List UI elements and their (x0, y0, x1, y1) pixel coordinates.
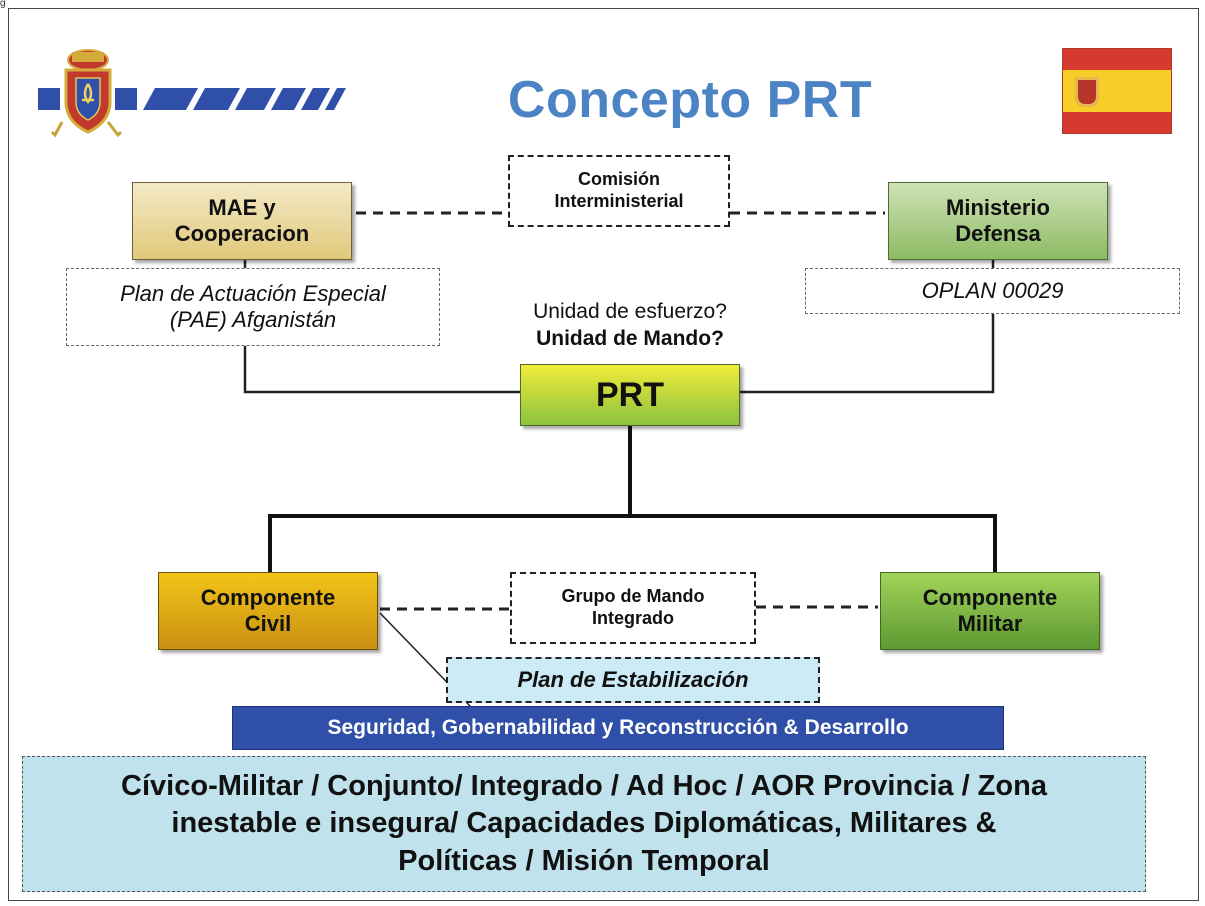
army-emblem-icon (38, 49, 137, 138)
civico-line-3: Políticas / Misión Temporal (398, 844, 770, 877)
civico-line-1: Cívico-Militar / Conjunto/ Integrado / A… (121, 770, 1047, 803)
militar-line-2: Militar (957, 611, 1023, 636)
mindef-line-2: Defensa (955, 221, 1041, 246)
mindef-line-1: Ministerio (946, 194, 1050, 220)
comision-interministerial-box: Comisión Interministerial (508, 155, 730, 227)
prt-box: PRT (520, 364, 740, 426)
plan-line-2: (PAE) Afganistán (169, 307, 337, 332)
componente-militar-box: Componente Militar (880, 572, 1100, 650)
comision-line-2: Interministerial (554, 191, 684, 211)
grupo-line-2: Integrado (591, 608, 674, 628)
militar-line-1: Componente (922, 584, 1058, 610)
slide-frame (8, 8, 1199, 901)
civico-line-2: inestable e insegura/ Capacidades Diplom… (171, 807, 997, 840)
corner-label: g (0, 0, 6, 9)
grupo-line-1: Grupo de Mando (561, 586, 705, 607)
oplan-box: OPLAN 00029 (805, 268, 1180, 314)
civil-line-2: Civil (244, 611, 292, 636)
connector-oplan-prt (740, 314, 995, 394)
unidad-mando-text: Unidad de Mando? (536, 327, 724, 351)
seguridad-banner: Seguridad, Gobernabilidad y Reconstrucci… (232, 706, 1004, 750)
plan-line-1: Plan de Actuación Especial (120, 280, 386, 306)
mae-line-2: Cooperacion (174, 221, 310, 246)
unity-question: Unidad de esfuerzo? Unidad de Mando? (495, 298, 765, 353)
componente-civil-box: Componente Civil (158, 572, 378, 650)
ministerio-defensa-box: Ministerio Defensa (888, 182, 1108, 260)
flag-coat-of-arms (1075, 77, 1099, 107)
connector-plan-prt (243, 346, 520, 394)
plan-actuacion-box: Plan de Actuación Especial (PAE) Afganis… (66, 268, 440, 346)
mae-cooperacion-box: MAE y Cooperacion (132, 182, 352, 260)
blue-stripes-logo-icon (143, 88, 346, 110)
mae-line-1: MAE y (208, 194, 276, 220)
grupo-mando-box: Grupo de Mando Integrado (510, 572, 756, 644)
civil-line-1: Componente (200, 584, 336, 610)
page-title: Concepto PRT (507, 71, 873, 129)
unidad-esfuerzo-text: Unidad de esfuerzo? (533, 300, 727, 323)
spain-flag-icon (1062, 48, 1172, 134)
civico-militar-box: Cívico-Militar / Conjunto/ Integrado / A… (22, 756, 1146, 892)
plan-estabilizacion-box: Plan de Estabilización (446, 657, 820, 703)
comision-line-1: Comisión (577, 169, 660, 190)
